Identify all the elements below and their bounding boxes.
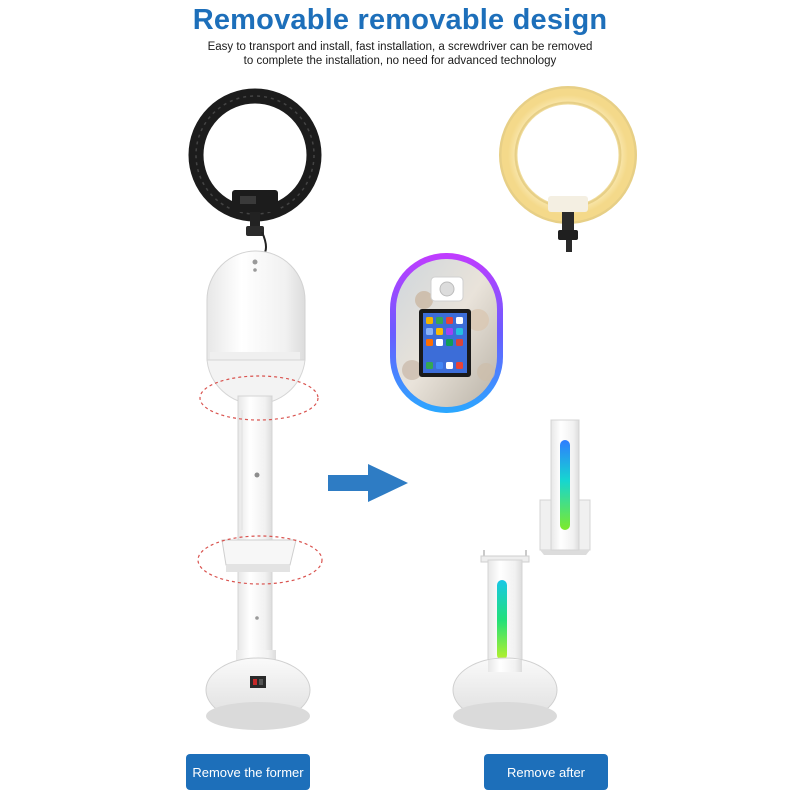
subtitle-line-2: to complete the installation, no need fo… (243, 55, 557, 67)
remove-former-label: Remove the former (186, 754, 310, 790)
assembled-stand (188, 88, 323, 730)
page-subtitle: Easy to transport and install, fast inst… (150, 40, 650, 68)
shelf-tray (221, 539, 297, 572)
screw-hole (254, 472, 260, 478)
highlight-ellipse-bottom (197, 535, 323, 585)
subtitle-line-1: Easy to transport and install, fast inst… (207, 41, 593, 53)
rgb-light-strip-lower (497, 580, 507, 660)
ring-light-lit (499, 86, 637, 252)
tablet-app-grid (426, 317, 463, 369)
rgb-light-strip-upper (560, 440, 570, 530)
capsule-shell (206, 250, 306, 405)
power-switch (250, 676, 266, 688)
page-title: Removable removable design (192, 4, 608, 36)
column-upper (237, 395, 273, 657)
stand-base (205, 650, 311, 730)
column-piece-detached (539, 419, 591, 555)
capsule-with-tablet (390, 253, 503, 413)
ring-light-dark (188, 88, 322, 257)
highlight-ellipse-top (199, 375, 319, 421)
column-with-base (452, 550, 558, 730)
remove-after-label: Remove after (484, 754, 608, 790)
right-arrow-icon (328, 464, 408, 502)
